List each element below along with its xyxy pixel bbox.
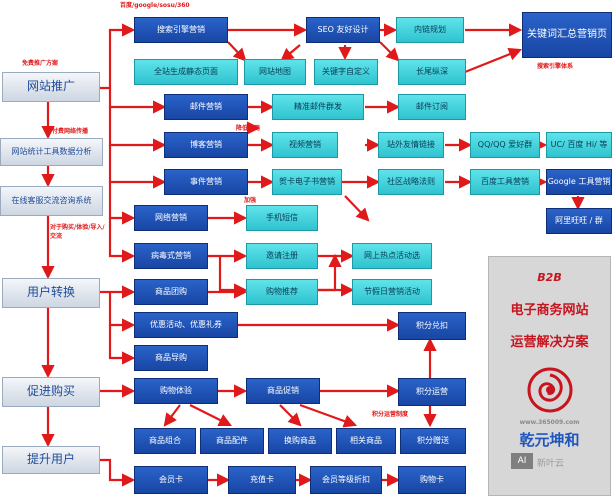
- annotation-cost-reduce: 降低费用: [236, 125, 261, 132]
- arrow-recommend-up: [318, 253, 342, 292]
- annotation-top-channels: 百度/google/sosu/360: [120, 2, 190, 9]
- arrow-to-guide: [108, 325, 136, 365]
- arrow-longtail-summary: [464, 47, 523, 74]
- node-coupons: 优惠活动、优惠礼券: [134, 312, 238, 338]
- arrow-design-map: [280, 44, 301, 62]
- stage-buy: 促进购买: [2, 377, 100, 407]
- arrow-to-coupon: [108, 292, 136, 332]
- node-seo-design: SEO 友好设计: [306, 17, 380, 43]
- node-blog-marketing: 博客营销: [164, 132, 248, 158]
- watermark-text: 新叶云: [537, 459, 565, 469]
- branding-panel: B2B 电子商务网站 运营解决方案 乾元坤和 www.365009.com AI…: [488, 256, 611, 496]
- arrow-viral-recommend: [218, 256, 248, 297]
- node-points-operation: 积分运营: [398, 378, 466, 406]
- panel-url: www.365009.com: [519, 419, 580, 426]
- node-keyword-summary: 关键词汇总营销页: [522, 12, 612, 58]
- node-viral-marketing: 病毒式营销: [134, 243, 208, 269]
- node-member-card: 会员卡: [134, 466, 208, 494]
- node-group-buy: 商品团购: [134, 279, 208, 305]
- annotation-scores-note: 积分运营制度: [372, 411, 409, 418]
- node-invite-register: 邀请注册: [246, 243, 318, 269]
- arrow-exp-combo: [163, 404, 181, 427]
- stage-convert: 用户转换: [2, 278, 100, 308]
- node-keyword-custom: 关键字自定义: [314, 59, 378, 85]
- node-recharge-card: 充值卡: [228, 466, 296, 494]
- stage-stats: 网站统计工具数据分析: [0, 138, 103, 166]
- node-friend-links: 站外友情链接: [378, 132, 444, 158]
- node-related: 相关商品: [336, 428, 396, 454]
- node-exchange: 换购商品: [268, 428, 332, 454]
- node-uc-baidu: UC/ 百度 Hi/ 等: [546, 132, 612, 158]
- arrow-to-member: [100, 458, 136, 487]
- arrow-to-network: [108, 182, 136, 225]
- annotation-paid-media: 付费网络传播: [52, 128, 89, 135]
- arrow-to-viral: [108, 218, 136, 263]
- node-points-gift: 积分赠送: [400, 428, 466, 454]
- arrow-design-longtail: [379, 41, 400, 62]
- node-sms: 手机短信: [246, 205, 318, 231]
- node-product-promotion: 商品促销: [246, 378, 320, 404]
- annotation-mid-conv: 对于购买/体验/导入/交流: [50, 224, 105, 240]
- node-network-marketing: 网络营销: [134, 205, 208, 231]
- node-shopping-experience: 购物体验: [134, 378, 218, 404]
- arrow-promo-related: [299, 403, 358, 428]
- node-member-discount: 会员等级折扣: [310, 466, 382, 494]
- panel-company: 乾元坤和: [519, 431, 580, 449]
- node-hot-activities: 网上热点活动选: [352, 243, 432, 269]
- arrow-promo-exchange: [279, 404, 302, 427]
- node-aliwangwang: 阿里旺旺 / 群: [546, 208, 612, 234]
- node-email-marketing: 邮件营销: [164, 94, 248, 120]
- node-long-tail: 长尾纵深: [398, 59, 466, 85]
- node-community-rules: 社区战略法则: [378, 169, 444, 195]
- node-site-map: 网站地图: [244, 59, 306, 85]
- stage-retain: 提升用户: [2, 446, 100, 474]
- node-google-tools: Google 工具营销: [546, 169, 612, 195]
- arrow-to-blog: [108, 107, 167, 152]
- node-points-exchange: 积分兑扣: [398, 312, 466, 340]
- node-accessories: 商品配件: [200, 428, 264, 454]
- panel-line1: 电子商务网站: [510, 303, 589, 318]
- node-purchase-recommend: 购物推荐: [246, 279, 318, 305]
- panel-line2: 运营解决方案: [510, 335, 589, 350]
- node-email-mass: 精准邮件群发: [272, 94, 364, 120]
- node-inner-links: 内链规划: [396, 17, 464, 43]
- node-product-guide: 商品导购: [134, 345, 208, 371]
- panel-b2b: B2B: [537, 271, 562, 284]
- node-card-ebook: 贺卡电子书营销: [272, 169, 342, 195]
- arrow-exp-acc: [189, 404, 232, 426]
- node-qq-share: QQ/QQ 爱好群: [470, 132, 540, 158]
- arrow-card-down: [344, 195, 370, 222]
- arrow-to-email: [108, 88, 167, 114]
- arrow-to-seo: [100, 23, 136, 90]
- arrow-seo-static: [227, 41, 247, 62]
- annotation-seo-right: 搜索引擎体系: [537, 63, 574, 70]
- node-seo-marketing: 搜索引擎营销: [134, 17, 228, 43]
- node-holiday-activities: 节假日营销活动: [352, 279, 432, 305]
- stage-online-service: 在线客服交流咨询系统: [0, 186, 103, 216]
- annotation-free-ads: 免费推广方案: [22, 60, 59, 67]
- node-email-subscribe: 邮件订阅: [398, 94, 466, 120]
- annotation-push: 加强: [244, 197, 257, 204]
- node-baidu-tools: 百度工具营销: [470, 169, 540, 195]
- node-video-marketing: 视频营销: [272, 132, 338, 158]
- watermark-ai-badge: AI: [511, 453, 533, 469]
- company-logo-icon: [527, 367, 573, 413]
- node-combo: 商品组合: [134, 428, 196, 454]
- stage-promote: 网站推广: [2, 72, 100, 102]
- arrow-to-event: [108, 145, 167, 189]
- node-shopping-card: 购物卡: [398, 466, 466, 494]
- node-static-pages: 全站生成静态页面: [134, 59, 238, 85]
- node-event-marketing: 事件营销: [164, 169, 248, 195]
